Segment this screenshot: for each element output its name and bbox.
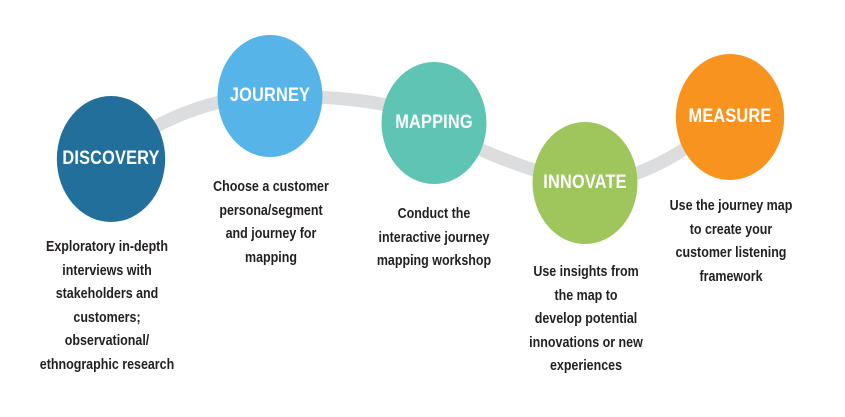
stage-title-discovery: DISCOVERY [62,148,160,169]
stage-circle-innovate: INNOVATE [532,122,638,244]
stage-title-journey: JOURNEY [229,85,311,106]
stage-description-mapping: Conduct the interactive journey mapping … [376,206,492,269]
stage-circle-mapping: MAPPING [381,62,487,184]
stage-description-journey: Choose a customer persona/segment and jo… [213,179,329,266]
stage-title-measure: MEASURE [688,106,772,127]
stage-circle-measure: MEASURE [675,54,785,180]
stage-description-measure: Use the journey map to create your custo… [669,198,793,285]
stage-description-innovate: Use insights from the map to develop pot… [529,264,643,374]
stage-title-innovate: INNOVATE [543,172,627,193]
stage-circle-discovery: DISCOVERY [56,96,166,222]
stage-title-mapping: MAPPING [395,112,473,133]
stage-description-discovery: Exploratory in-depth interviews with sta… [39,239,175,373]
stage-circle-journey: JOURNEY [217,35,323,157]
